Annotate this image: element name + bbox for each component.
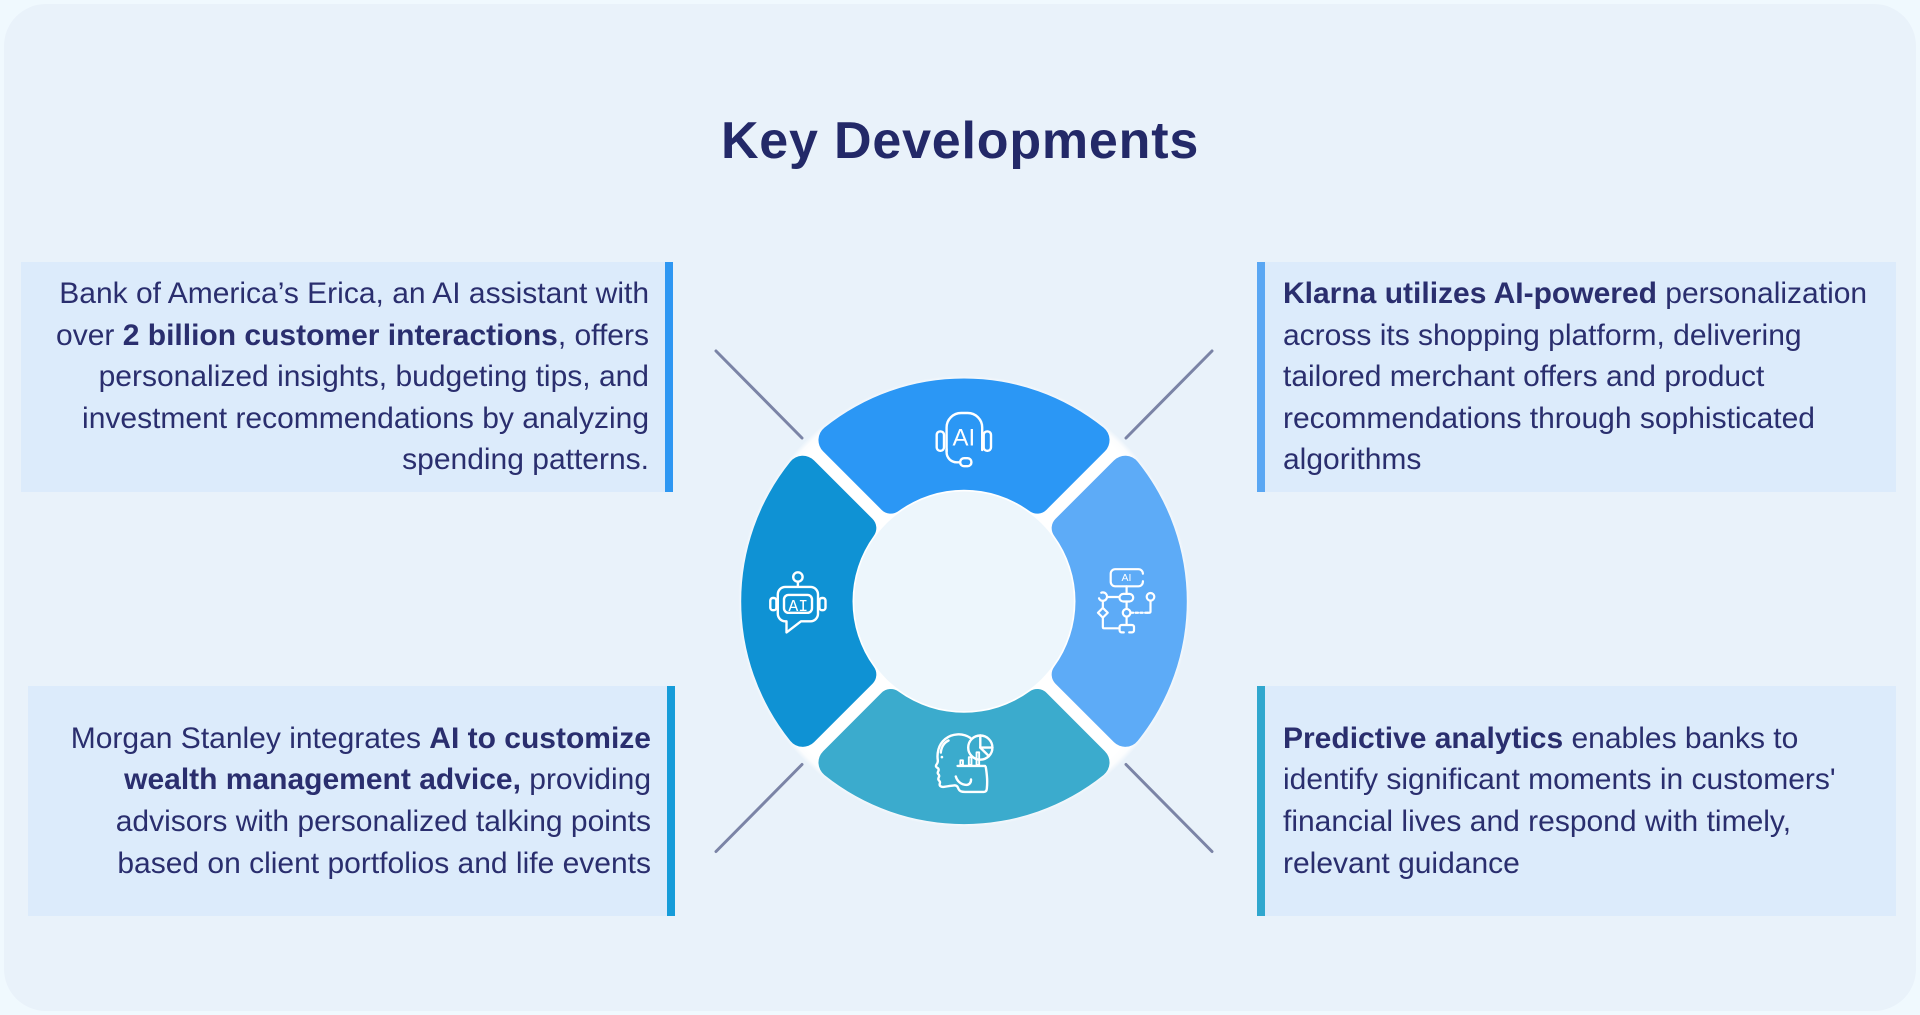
svg-text:AI: AI (953, 425, 976, 452)
svg-text:AI: AI (1121, 572, 1131, 584)
svg-text:AI: AI (788, 597, 808, 616)
